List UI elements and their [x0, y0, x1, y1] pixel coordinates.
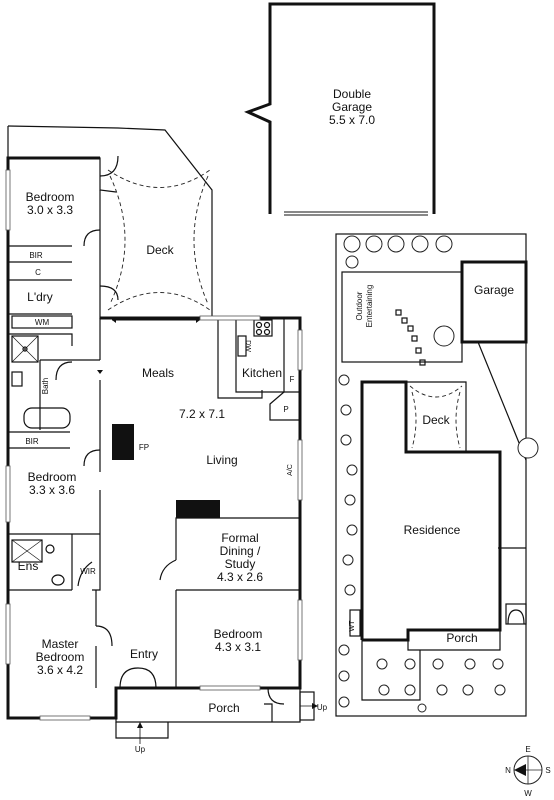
trees	[338, 235, 539, 713]
living-size: 7.2 x 7.1	[179, 407, 225, 421]
formal-label: Formal	[221, 531, 258, 545]
bir-mid-label: BIR	[25, 437, 39, 446]
deck-label: Deck	[146, 243, 174, 257]
double-garage	[244, 2, 436, 216]
master-label: Master	[42, 637, 79, 651]
bedroom2-size: 3.3 x 3.6	[29, 483, 75, 497]
residence-label: Residence	[404, 523, 461, 537]
bedroom2-label: Bedroom	[28, 470, 77, 484]
laundry-label: L'dry	[27, 290, 53, 304]
site-porch-label: Porch	[446, 631, 477, 645]
wt-label: WT	[349, 620, 356, 632]
porch-label: Porch	[208, 701, 239, 715]
outdoor-label-2: Entertaining	[365, 285, 374, 328]
bedroom1-size: 3.0 x 3.3	[27, 203, 73, 217]
double-garage-label: Double	[333, 87, 371, 101]
bedroom1-label: Bedroom	[26, 190, 75, 204]
formal-label-2: Dining /	[220, 544, 261, 558]
bedroom3-label: Bedroom	[214, 627, 263, 641]
fireplace-label: FP	[139, 443, 149, 452]
compass-s: S	[545, 766, 550, 775]
up-bottom-label: Up	[135, 745, 146, 754]
cupboard-label: C	[35, 268, 41, 277]
master-label-2: Bedroom	[36, 650, 85, 664]
bath-label: Bath	[41, 378, 50, 394]
entry-label: Entry	[130, 647, 158, 661]
pantry-label: P	[283, 405, 288, 414]
up-right-label: Up	[317, 703, 328, 712]
wir-label: WIR	[80, 567, 96, 576]
formal-label-3: Study	[225, 557, 256, 571]
compass	[513, 755, 543, 785]
formal-size: 4.3 x 2.6	[217, 570, 263, 584]
double-garage-size: 5.5 x 7.0	[329, 113, 375, 127]
meals-label: Meals	[142, 366, 174, 380]
site-plan	[335, 233, 528, 717]
fridge-label: F	[290, 375, 295, 384]
dw-label: DW	[244, 340, 251, 352]
compass-n: N	[505, 766, 511, 775]
site-garage-label: Garage	[474, 283, 514, 297]
ensuite-label: Ens	[18, 559, 39, 573]
bir-top-label: BIR	[29, 251, 43, 260]
site-deck-label: Deck	[422, 413, 450, 427]
compass-e: E	[525, 745, 530, 754]
living-label: Living	[206, 453, 237, 467]
house-walls	[5, 155, 318, 744]
kitchen-label: Kitchen	[242, 366, 282, 380]
ac-label: A/C	[287, 464, 294, 476]
double-garage-label-2: Garage	[332, 100, 372, 114]
wm-label: WM	[35, 318, 50, 327]
outdoor-label: Outdoor	[355, 291, 364, 320]
compass-w: W	[524, 789, 532, 798]
bedroom3-size: 4.3 x 3.1	[215, 640, 261, 654]
master-size: 3.6 x 4.2	[37, 663, 83, 677]
